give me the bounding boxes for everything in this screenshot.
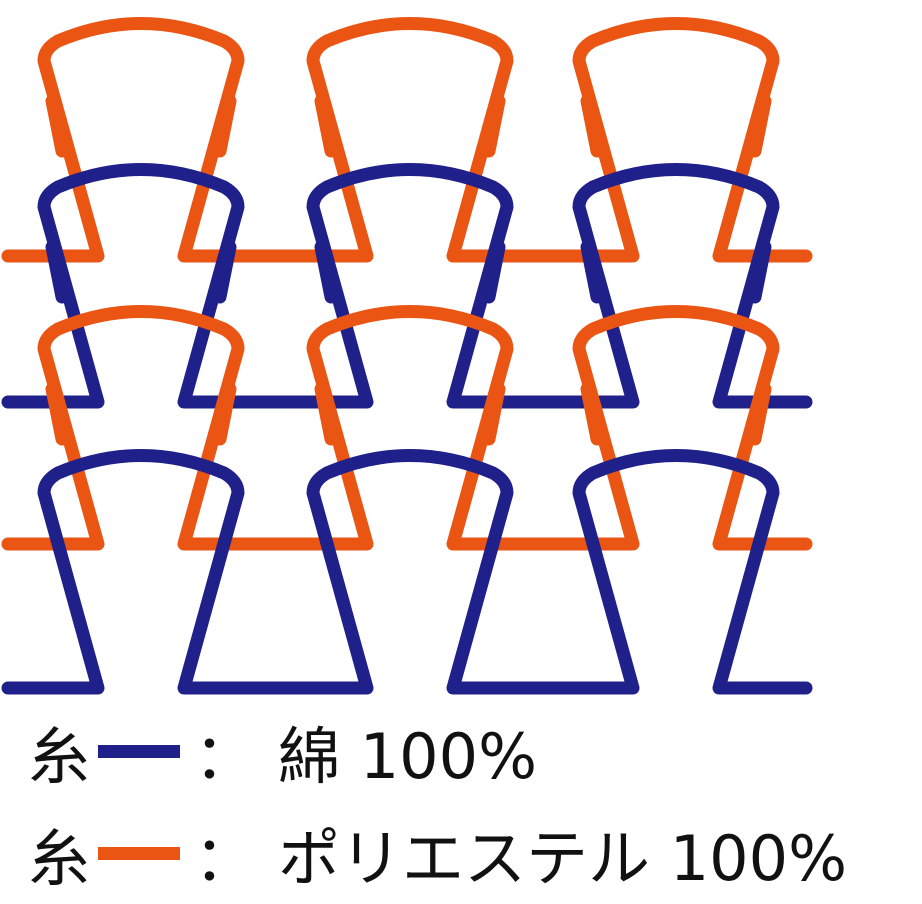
cotton-yarn-row-2 [1,449,813,695]
legend-material-cotton: 綿 100% [278,720,537,793]
polyester-yarn-row-2-overlap-segment-3 [580,382,772,446]
polyester-yarn-row-1-overlap-segment-1 [45,94,237,158]
polyester-yarn-row-1-overlap-segment-3 [580,94,772,158]
cotton-yarn-row-1-overlap-segment-3 [580,240,772,304]
legend-separator: ： [194,720,257,793]
legend-polyester: 糸 ： ポリエステル 100% [28,808,847,898]
polyester-yarn-row-1 [1,17,813,263]
cotton-yarn-row-1-overlap-segment-2 [314,240,506,304]
polyester-yarn-row-2-overlap-segment-1 [45,382,237,446]
polyester-yarn-row-2 [1,305,813,551]
legend-separator: ： [194,822,257,895]
legend-yarn-label: 糸 [28,822,91,895]
cotton-yarn-row-1-overlap-segment-1 [45,240,237,304]
legend-material-polyester: ポリエステル 100% [278,822,847,895]
legend-swatch-polyester [98,846,181,860]
polyester-yarn-row-1-overlap-segment-2 [314,94,506,158]
legend-swatch-cotton [98,744,181,758]
cotton-yarn-row-1 [1,163,813,409]
knit-structure-diagram [1,17,813,695]
polyester-yarn-row-2-overlap-segment-2 [314,382,506,446]
legend-cotton: 糸 ： 綿 100% [28,706,537,796]
legend-yarn-label: 糸 [28,720,91,793]
